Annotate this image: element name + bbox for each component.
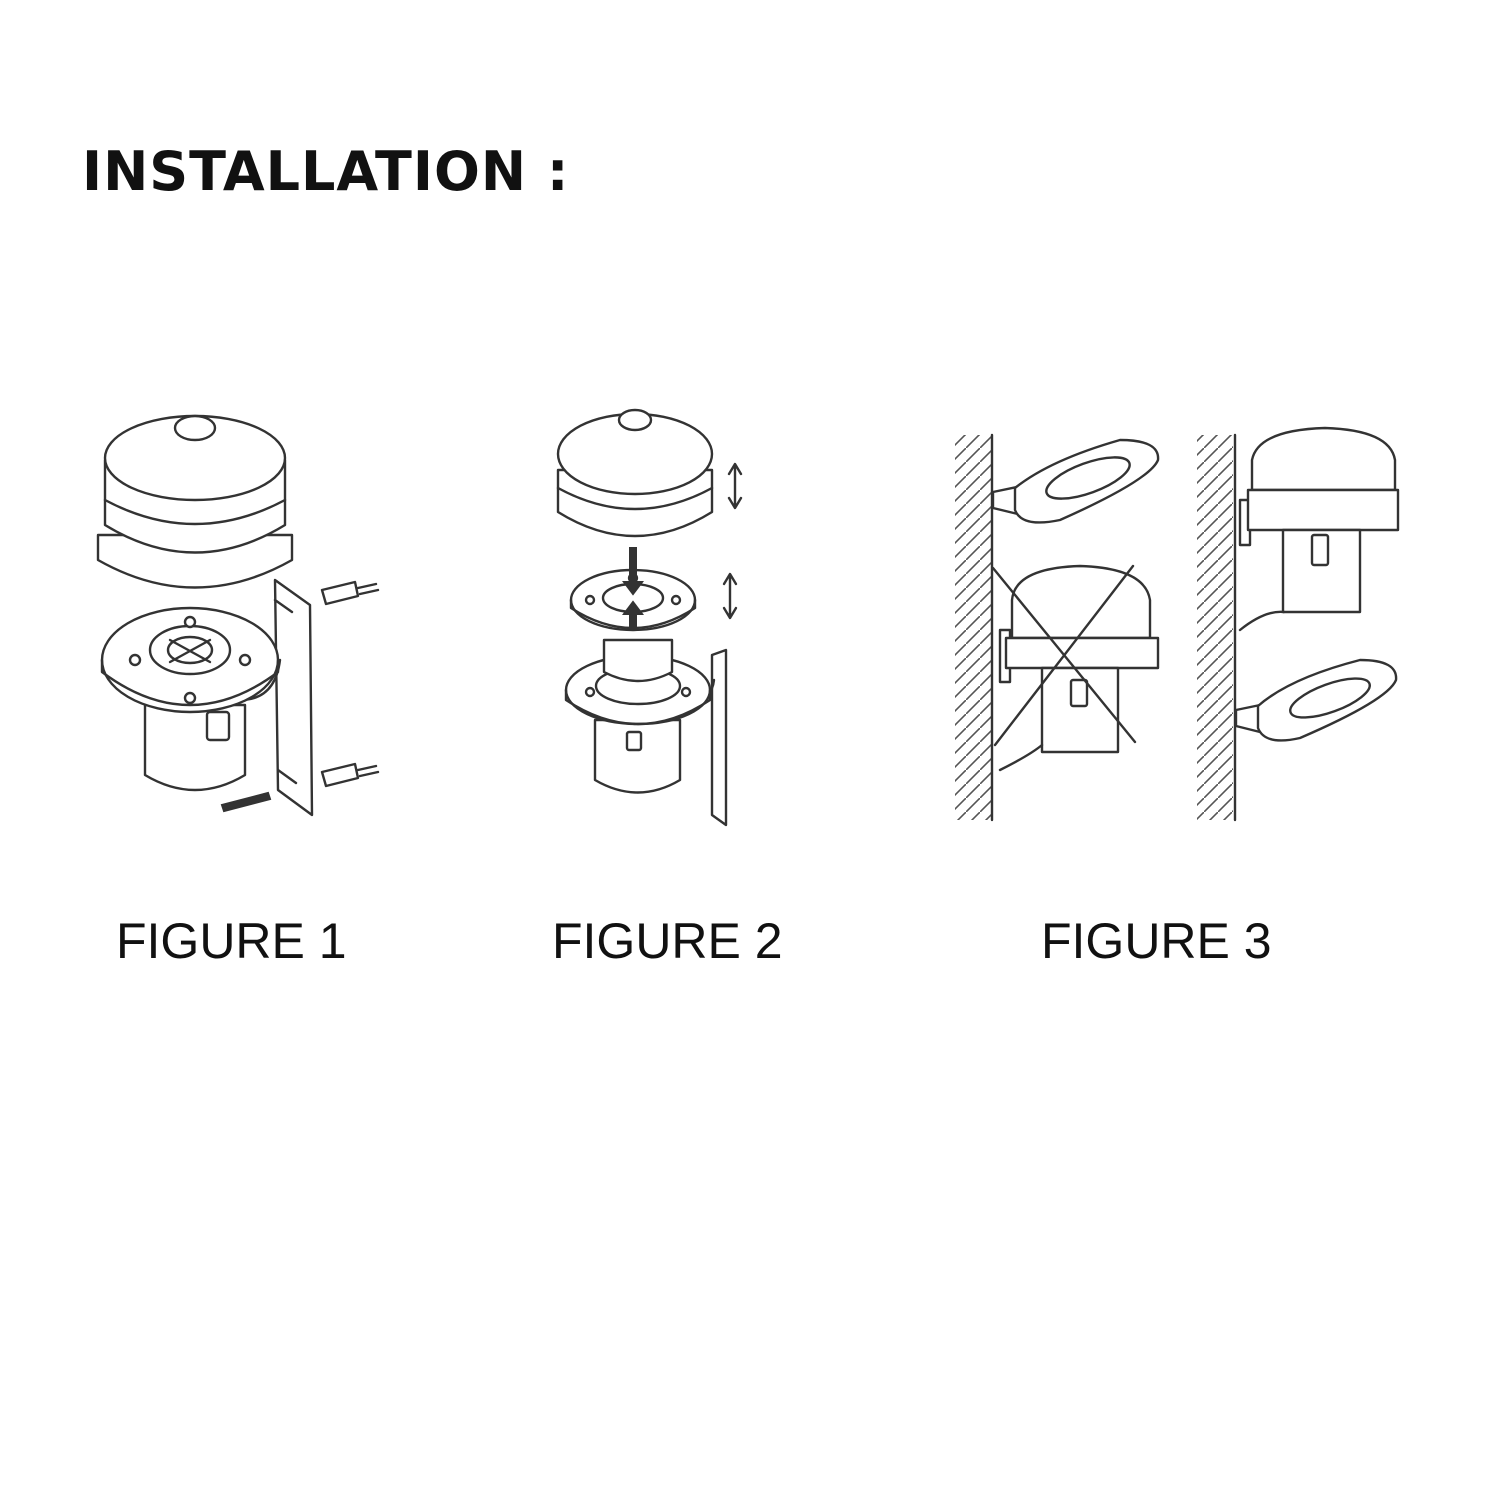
sensor-base xyxy=(1040,666,1120,754)
plate-hole xyxy=(584,594,596,606)
base-tab xyxy=(205,710,231,742)
screw-icon xyxy=(320,762,360,788)
plate-hole xyxy=(183,615,197,629)
plate-hole xyxy=(680,686,692,698)
figure-2-caption: FIGURE 2 xyxy=(552,913,783,969)
dome-band xyxy=(103,498,287,526)
plate-hole xyxy=(183,691,197,705)
figure-1-caption: FIGURE 1 xyxy=(116,913,347,969)
plate-hole xyxy=(238,653,252,667)
sensor-skirt xyxy=(1246,488,1400,532)
plate-hole xyxy=(584,686,596,698)
sensor-tab xyxy=(1310,533,1330,567)
plate-hole xyxy=(670,594,682,606)
dome-skirt xyxy=(96,533,294,589)
lower-plate-edge xyxy=(564,688,712,726)
street-lamp-icon xyxy=(1256,658,1398,742)
sensor-tab xyxy=(1069,678,1089,708)
figure-1-drawing xyxy=(96,414,380,817)
figure-2-drawing xyxy=(556,408,743,827)
lamp-lens xyxy=(1045,456,1131,500)
dome-cap xyxy=(173,414,217,442)
screw-thread xyxy=(356,764,380,778)
sensor-skirt xyxy=(1004,636,1160,670)
figure-3-drawing xyxy=(955,426,1400,822)
plate-center xyxy=(166,635,214,665)
wire xyxy=(998,743,1044,772)
plate-edge xyxy=(100,658,280,707)
double-arrow-icon xyxy=(722,572,738,620)
wire xyxy=(1238,610,1286,632)
plate-cross xyxy=(168,638,212,664)
sensor-dome xyxy=(1010,564,1152,640)
page-title: INSTALLATION : xyxy=(82,140,570,203)
dome-cap xyxy=(617,408,653,432)
sensor-dome xyxy=(1250,426,1397,492)
dome-band xyxy=(556,486,714,511)
screw-thread xyxy=(356,582,380,596)
wall-hatch xyxy=(1197,435,1233,820)
figure-3-caption: FIGURE 3 xyxy=(1041,913,1272,969)
plate-hole xyxy=(128,653,142,667)
screw-icon xyxy=(320,580,360,606)
base-cylinder xyxy=(593,718,682,794)
base-tab xyxy=(625,730,643,752)
up-arrow-icon xyxy=(622,600,644,629)
wrong-cross-icon xyxy=(991,564,1137,747)
street-lamp-icon xyxy=(1013,438,1160,524)
double-arrow-icon xyxy=(727,462,743,510)
lamp-lens xyxy=(1289,677,1371,719)
bracket-slots xyxy=(273,598,298,785)
wall-bracket xyxy=(710,648,728,827)
down-arrow-icon xyxy=(622,547,644,596)
screw-icon xyxy=(220,791,272,813)
wall-hatch xyxy=(955,435,991,820)
wall-bracket xyxy=(273,578,314,817)
collar xyxy=(602,638,674,683)
sensor-base xyxy=(1281,528,1362,614)
